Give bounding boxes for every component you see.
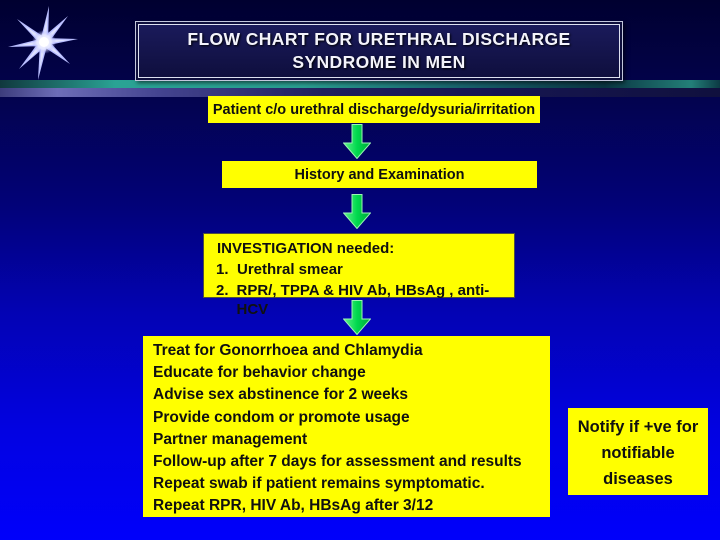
down-arrow-icon	[343, 194, 371, 229]
flow-step-complaint: Patient c/o urethral discharge/dysuria/i…	[208, 96, 540, 123]
treatment-line: Advise sex abstinence for 2 weeks	[153, 386, 409, 404]
investigation-item: 2. RPR/, TPPA & HIV Ab, HBsAg , anti-HCV	[204, 281, 514, 319]
slide-title-line-2: SYNDROME IN MEN	[292, 52, 466, 72]
slide-title-box: FLOW CHART FOR URETHRAL DISCHARGE SYNDRO…	[135, 21, 623, 81]
investigation-item: 1. Urethral smear	[204, 260, 514, 279]
treatment-line: Provide condom or promote usage	[153, 408, 410, 426]
notify-line: diseases	[603, 470, 673, 488]
investigation-item-text: Urethral smear	[237, 261, 343, 278]
divider-band-teal	[0, 80, 720, 88]
down-arrow-icon	[343, 124, 371, 159]
flow-step-treatment: Treat for Gonorrhoea and Chlamydia Educa…	[143, 336, 550, 517]
notify-line: notifiable	[601, 444, 675, 462]
flow-step-investigation: INVESTIGATION needed: 1. Urethral smear …	[203, 233, 515, 318]
starburst-icon	[8, 6, 78, 80]
flow-step-history-exam: History and Examination	[222, 161, 537, 188]
treatment-line: Repeat swab if patient remains symptomat…	[153, 475, 485, 493]
treatment-line: Educate for behavior change	[153, 364, 366, 382]
notify-callout: Notify if +ve for notifiable diseases	[568, 408, 708, 495]
investigation-item-text: RPR/, TPPA & HIV Ab, HBsAg , anti-HCV	[236, 282, 490, 318]
investigation-item-number: 2.	[216, 282, 229, 299]
treatment-line: Repeat RPR, HIV Ab, HBsAg after 3/12	[153, 497, 434, 515]
treatment-line: Treat for Gonorrhoea and Chlamydia	[153, 342, 423, 359]
divider-band-purple	[0, 88, 720, 97]
slide-title-line-1: FLOW CHART FOR URETHRAL DISCHARGE	[187, 29, 571, 49]
investigation-item-number: 1.	[216, 261, 229, 278]
treatment-line: Follow-up after 7 days for assessment an…	[153, 453, 522, 471]
down-arrow-icon	[343, 300, 371, 335]
investigation-heading: INVESTIGATION needed:	[217, 240, 395, 257]
treatment-line: Partner management	[153, 430, 308, 448]
notify-line: Notify if +ve for	[577, 418, 699, 436]
